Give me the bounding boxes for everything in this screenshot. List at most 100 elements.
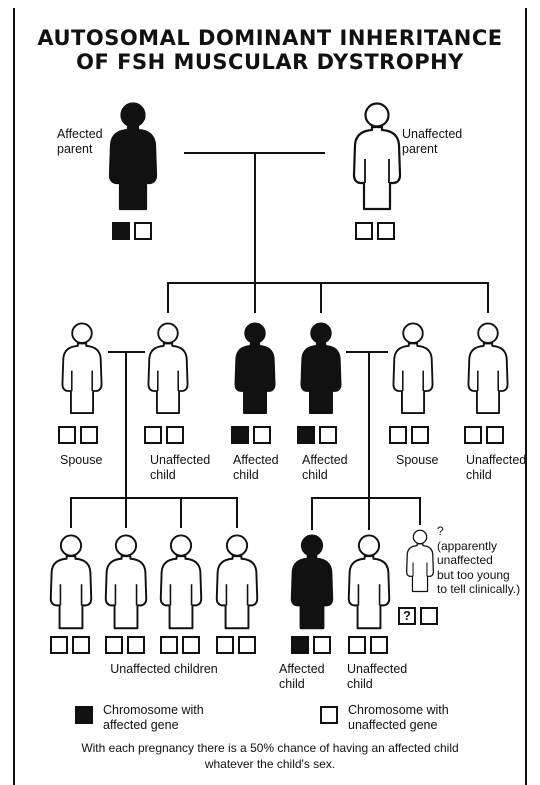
affected-parent-label-line2: parent	[57, 142, 93, 156]
gen2-genes-2-box-0	[231, 426, 249, 444]
affected-parent-genes-box-0	[112, 222, 130, 240]
too-young-note-line2: unaffected	[437, 553, 493, 567]
gen3-affected-child-line1: Affected	[279, 662, 325, 676]
title-line-1: AUTOSOMAL DOMINANT INHERITANCE	[37, 26, 503, 50]
affected-parent-label: Affected parent	[57, 127, 103, 157]
unaffected-parent-label-line2: parent	[402, 142, 438, 156]
gen3-left-figure-2-arms	[169, 584, 193, 606]
gen3-right-figure-0	[290, 534, 334, 630]
gen3-left-figure-1-arms	[114, 584, 138, 606]
gen3-right-figure-1-body	[347, 555, 391, 630]
gen2-label-affected-child-2: Affected child	[302, 453, 348, 483]
unaffected-parent-figure-arms	[364, 159, 390, 183]
gen2-genes-3-box-0	[297, 426, 315, 444]
too-young-note-line1: (apparently	[437, 538, 498, 553]
gen2-label-4-line1: Spouse	[396, 453, 439, 467]
gen2-label-0-line1: Spouse	[60, 453, 103, 467]
gen2-genes-4-box-1	[411, 426, 429, 444]
gen3-right-figure-1	[347, 534, 391, 630]
gen2-genes-0-box-0	[58, 426, 76, 444]
gen2-label-unaffected-child-2: Unaffected child	[466, 453, 526, 483]
too-young-note-line3: but too young	[437, 567, 510, 582]
gen3-left-figure-0-arms	[59, 584, 83, 606]
gen3-left-figure-1-head	[114, 534, 138, 557]
gen3-left-genes-3-box-1	[238, 636, 256, 654]
gen2-genes-1-box-0	[144, 426, 162, 444]
unaffected-parent-figure-body	[352, 125, 402, 211]
gen2-figure-4	[392, 322, 434, 415]
gen2-figure-1-body	[147, 342, 189, 415]
legend-unaffected-line2: unaffected gene	[348, 718, 438, 732]
legend-unaffected-label: Chromosome with unaffected gene	[348, 703, 449, 733]
gen2-figure-1	[147, 322, 189, 415]
legend-affected-swatch	[75, 706, 93, 724]
gen2-figure-5	[467, 322, 509, 415]
unaffected-parent-label: Unaffected parent	[402, 127, 462, 157]
gen3-right-figure-0-head	[300, 534, 324, 557]
gen2-genes-3-box-1	[319, 426, 337, 444]
gen3-left-figure-3	[215, 534, 259, 630]
title-line-2: OF FSH MUSCULAR DYSTROPHY	[76, 50, 464, 74]
gen2-figure-2-head	[244, 322, 266, 344]
gen3-right-genes-1-box-1	[370, 636, 388, 654]
gen2-label-3-line2: child	[302, 468, 328, 482]
gen3-left-figure-3-head	[225, 534, 249, 557]
gen3-right-figure-2-arms	[412, 562, 428, 577]
gen3-unaffected-child-line2: child	[347, 677, 373, 691]
affected-parent-figure	[108, 102, 158, 211]
gen3-left-genes-0-box-1	[72, 636, 90, 654]
gen3-right-figure-2	[406, 529, 434, 593]
gen2-figure-2	[234, 322, 276, 415]
gen2-figure-4-body	[392, 342, 434, 415]
legend-unaffected-line1: Chromosome with	[348, 703, 449, 717]
gen3-left-figure-2-head	[169, 534, 193, 557]
gen2-genes-1-box-1	[166, 426, 184, 444]
gen2-figure-5-arms	[477, 370, 499, 392]
gen2-label-spouse-left: Spouse	[60, 453, 102, 468]
gen3-right-genes-2-question-mark: ?	[403, 608, 411, 623]
gen3-left-figure-0-head	[59, 534, 83, 557]
too-young-note-line4: to tell clinically.)	[437, 582, 521, 596]
gen3-affected-child-line2: child	[279, 677, 305, 691]
gen3-left-genes-1-box-1	[127, 636, 145, 654]
gen2-label-spouse-right: Spouse	[396, 453, 438, 468]
gen3-left-figure-2-body	[159, 555, 203, 630]
gen2-label-unaffected-child-1: Unaffected child	[150, 453, 210, 483]
gen3-left-figure-3-arms	[225, 584, 249, 606]
gen2-genes-5-box-1	[486, 426, 504, 444]
gen2-figure-3	[300, 322, 342, 415]
legend-unaffected-swatch	[320, 706, 338, 724]
legend-affected-line2: affected gene	[103, 718, 179, 732]
gen3-left-figure-3-body	[215, 555, 259, 630]
gen2-figure-4-head	[402, 322, 424, 344]
gen2-genes-0-box-1	[80, 426, 98, 444]
gen2-genes-2-box-1	[253, 426, 271, 444]
unaffected-parent-figure	[352, 102, 402, 211]
gen3-right-genes-1-box-0	[348, 636, 366, 654]
gen2-figure-5-head	[477, 322, 499, 344]
gen3-left-figure-1-body	[104, 555, 148, 630]
gen2-figure-1-arms	[157, 370, 179, 392]
frame-left-border	[13, 8, 15, 785]
gen3-left-figure-1	[104, 534, 148, 630]
gen3-left-genes-3-box-0	[216, 636, 234, 654]
gen2-label-1-line2: child	[150, 468, 176, 482]
gen2-figure-2-body	[234, 342, 276, 415]
gen2-figure-4-arms	[402, 370, 424, 392]
gen2-label-3-line1: Affected	[302, 453, 348, 467]
too-young-note: ? (apparently unaffected but too young t…	[437, 524, 520, 597]
too-young-note-line0: ?	[437, 524, 444, 538]
gen3-left-genes-0-box-0	[50, 636, 68, 654]
affected-parent-figure-body	[108, 125, 158, 211]
gen2-figure-3-body	[300, 342, 342, 415]
gen3-left-figure-0-body	[49, 555, 93, 630]
gen2-figure-0-arms	[71, 370, 93, 392]
gen3-left-figure-2	[159, 534, 203, 630]
gen3-right-genes-0-box-0	[291, 636, 309, 654]
gen3-left-genes-1-box-0	[105, 636, 123, 654]
gen3-left-figure-0	[49, 534, 93, 630]
gen3-right-figure-2-head	[412, 529, 428, 545]
gen3-right-genes-2-box-1	[420, 607, 438, 625]
